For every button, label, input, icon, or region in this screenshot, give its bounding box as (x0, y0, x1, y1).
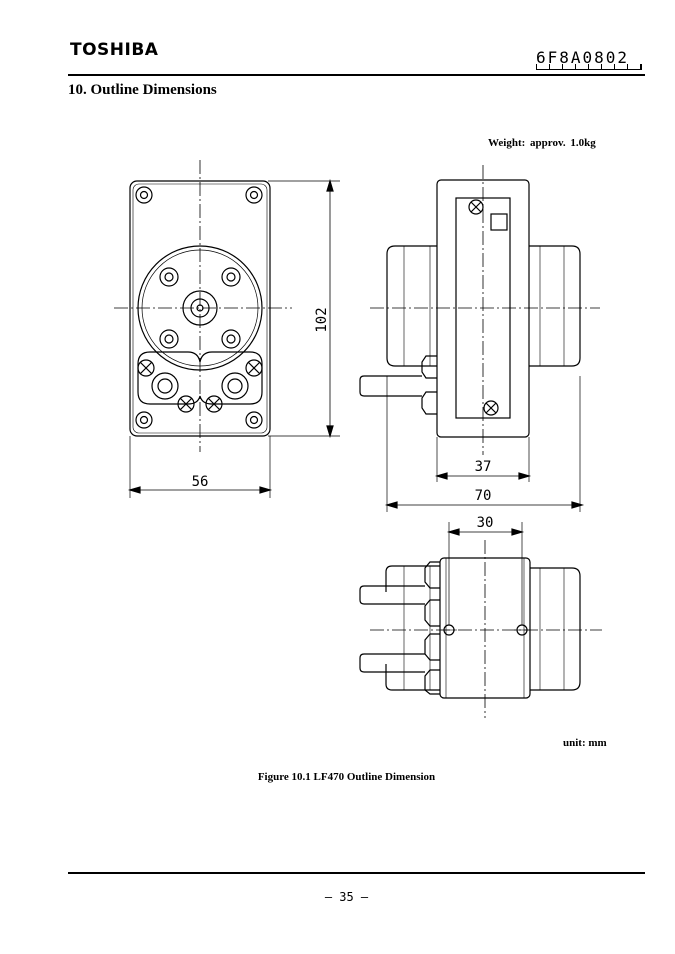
toshiba-logo: TOSHIBA (70, 40, 159, 60)
side-view (359, 165, 600, 512)
page-number: — 35 — (324, 890, 369, 904)
footer-rule (68, 872, 645, 874)
document-number-boxes (536, 64, 642, 70)
front-view (114, 160, 340, 498)
cross-screw-icon (137, 359, 263, 413)
figure-caption: Figure 10.1 LF470 Outline Dimension (257, 771, 436, 783)
dimension-width-label: 56 (192, 474, 209, 490)
dimension-total-depth-label: 70 (475, 488, 492, 504)
document-number: 6F8A0802 (536, 48, 630, 67)
section-title: 10. Outline Dimensions (68, 82, 217, 98)
dimension-height-label: 102 (314, 307, 330, 332)
dimension-bottom-depth-label: 30 (477, 515, 494, 531)
header-rule (68, 74, 645, 76)
dimension-body-depth-label: 37 (475, 459, 492, 475)
weight-note: Weight: approv. 1.0kg (488, 137, 596, 149)
unit-note: unit: mm (563, 737, 607, 749)
bottom-view (359, 522, 602, 718)
mounting-hole-icon (135, 186, 263, 429)
flange-bolt-icon (159, 267, 241, 349)
